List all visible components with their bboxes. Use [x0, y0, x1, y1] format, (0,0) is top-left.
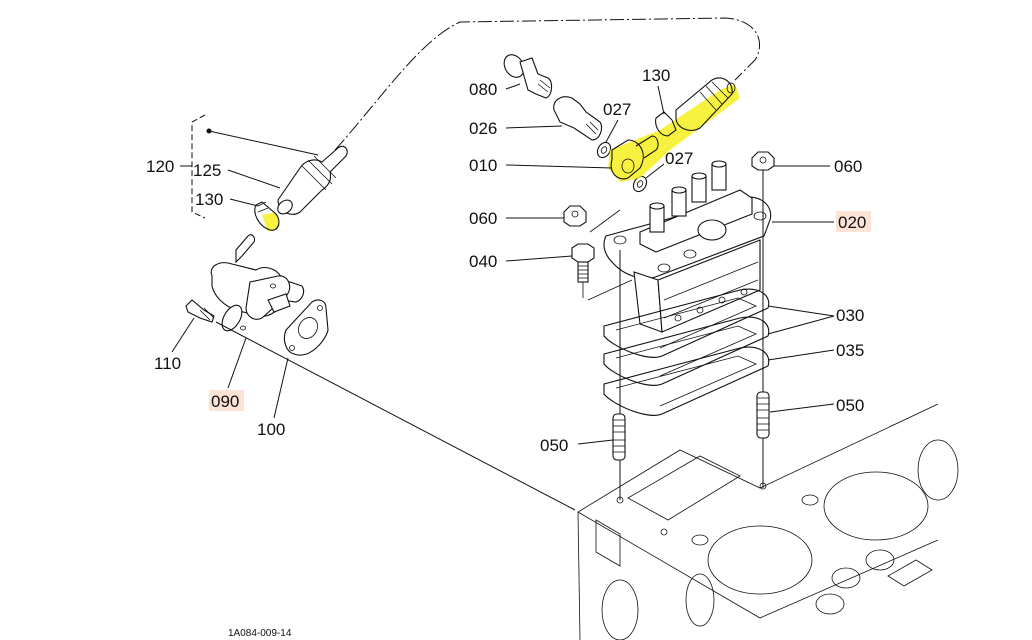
callout-120[interactable]: 120	[146, 157, 174, 176]
bolt-110-part	[185, 299, 215, 323]
leader-125-a	[208, 130, 319, 156]
callout-label[interactable]: 027	[665, 149, 693, 168]
drawing-code: 1A084-009-14	[228, 628, 292, 639]
washer-027-lower-part	[632, 175, 648, 193]
callout-label[interactable]: 100	[257, 420, 285, 439]
callout-026[interactable]: 026	[469, 119, 497, 138]
leader-080	[505, 83, 521, 90]
leader-030-b	[767, 315, 835, 335]
washer-027-upper-part	[596, 141, 612, 159]
selected-label-bg	[209, 390, 244, 411]
callout-035[interactable]: 035	[836, 341, 864, 360]
leader-110	[171, 317, 195, 353]
selected-part-highlight	[608, 84, 740, 182]
callout-label[interactable]: 027	[603, 100, 631, 119]
callout-110[interactable]: 110	[154, 354, 181, 373]
phantom-outline	[587, 209, 633, 301]
leader-050-right	[769, 403, 835, 413]
nut-060-left-part	[563, 205, 587, 227]
callout-label[interactable]: 040	[469, 252, 497, 271]
leader-010	[505, 164, 613, 169]
callout-label[interactable]: 130	[642, 66, 670, 85]
callout-027-lower[interactable]: 027	[665, 149, 693, 168]
callout-125[interactable]: 125	[193, 161, 221, 180]
callout-label[interactable]: 030	[836, 306, 864, 325]
callout-label[interactable]: 050	[836, 396, 864, 415]
gasket-035-part	[603, 346, 770, 416]
delivery-valve-4	[711, 160, 727, 191]
callout-label[interactable]: 026	[469, 119, 497, 138]
callout-label[interactable]: 125	[193, 161, 221, 180]
hose-125-part	[277, 145, 348, 215]
leader-027-upper	[605, 119, 619, 143]
callout-050-left[interactable]: 050	[540, 436, 568, 455]
callout-080[interactable]: 080	[469, 80, 497, 99]
delivery-valve-2	[671, 186, 687, 217]
callout-050-right[interactable]: 050	[836, 396, 864, 415]
bolt-040-part	[571, 243, 595, 283]
callout-label[interactable]: 020	[838, 213, 866, 232]
callouts: 120 125 130 110 090 100 080 026 027 010	[146, 66, 871, 455]
callout-010[interactable]: 010	[469, 156, 497, 175]
gasket-100-part	[283, 299, 329, 356]
leader-030-a	[767, 305, 835, 317]
callout-label[interactable]: 110	[154, 354, 181, 373]
callout-label[interactable]: 080	[469, 80, 497, 99]
valve-080-part	[503, 54, 553, 99]
callout-label[interactable]: 010	[469, 156, 497, 175]
callout-040[interactable]: 040	[469, 252, 497, 271]
leader-040	[505, 255, 573, 262]
callout-label[interactable]: 035	[836, 341, 864, 360]
leader-130-left	[229, 198, 259, 207]
clamp-130-left-part	[254, 201, 280, 232]
delivery-valve-1	[649, 202, 665, 233]
callout-020[interactable]: 020	[836, 211, 871, 232]
callout-label[interactable]: 050	[540, 436, 568, 455]
hose-route-line	[334, 17, 760, 151]
center-line-pump	[215, 321, 576, 511]
clamp-130-right-part	[655, 111, 677, 137]
callout-label[interactable]: 060	[469, 209, 497, 228]
callout-label[interactable]: 090	[211, 392, 239, 411]
callout-027-upper[interactable]: 027	[603, 100, 631, 119]
leader-130-right	[657, 85, 665, 115]
leader-100	[273, 357, 289, 419]
callout-label[interactable]: 130	[195, 190, 223, 209]
nut-060-right-part	[751, 151, 775, 171]
feed-pump-090-part	[210, 262, 305, 332]
leader-050-left	[577, 439, 614, 445]
callout-090[interactable]: 090	[209, 390, 244, 411]
leader-090	[227, 337, 247, 389]
pump-inlet-tube	[235, 234, 256, 264]
callout-100[interactable]: 100	[257, 420, 285, 439]
leader-125	[227, 169, 281, 189]
callout-030[interactable]: 030	[836, 306, 864, 325]
leader-026	[505, 125, 563, 129]
leader-027-lower	[645, 163, 665, 179]
hose-right-part	[675, 77, 736, 131]
injection-pump-020-part	[603, 160, 772, 333]
adapter-026-part	[553, 96, 603, 141]
callout-label[interactable]: 120	[146, 157, 174, 176]
callout-060-left[interactable]: 060	[469, 209, 497, 228]
gasket-030-lower-part	[603, 316, 770, 386]
callout-130-right[interactable]: 130	[642, 66, 670, 85]
callout-130-left[interactable]: 130	[195, 190, 223, 209]
selected-label-bg	[836, 211, 871, 232]
engine-block-part	[577, 403, 959, 640]
group-bracket	[191, 114, 206, 219]
callout-label[interactable]: 060	[834, 157, 862, 176]
delivery-valve-3	[691, 172, 707, 203]
stud-050-left-part	[612, 413, 626, 461]
callout-060-right[interactable]: 060	[834, 157, 862, 176]
leader-035	[767, 349, 835, 361]
stud-050-right-part	[756, 391, 770, 439]
